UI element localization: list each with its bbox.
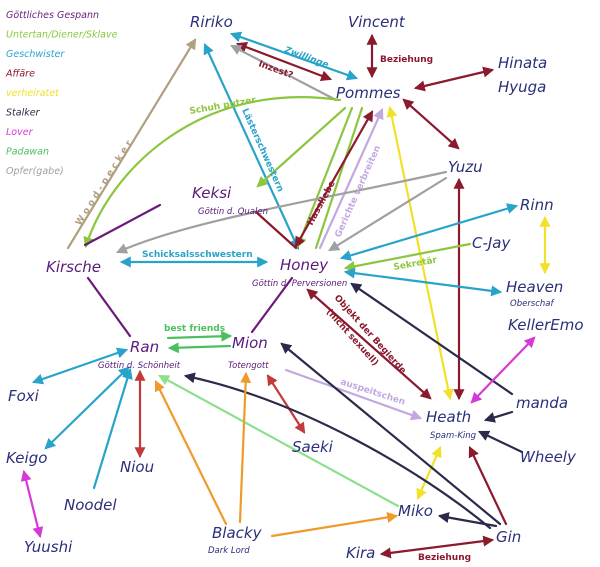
edge-rinn-honey (339, 203, 519, 261)
label-zwillinge: Zwillinge (282, 45, 330, 71)
edge-pommes-kirsche (83, 96, 342, 249)
node-noodel: Noodel (64, 496, 117, 514)
edge-honey-pommes-hate (294, 110, 374, 248)
edge-ran-noodel (92, 367, 133, 490)
node-heath: Heath (426, 408, 471, 426)
legend-entry: Affäre (5, 69, 35, 80)
edge-honey-pommes-gossip (318, 107, 384, 250)
node-miko: Miko (398, 502, 433, 520)
node-niou: Niou (120, 458, 154, 476)
edge-ran-keigo (44, 366, 130, 450)
legend-entry: verheiratet (6, 88, 60, 99)
edge-pommes-yuzu (402, 98, 460, 150)
node-rinn: Rinn (520, 196, 554, 214)
edge-manda-heath (483, 410, 514, 423)
label-bestfriends: best friends (164, 324, 225, 334)
legend-entry: Stalker (6, 108, 41, 119)
node-heath-sub: Spam-King (430, 431, 477, 441)
node-keksi: Keksi (192, 184, 232, 202)
edge-kirsche-ran (86, 276, 132, 338)
edge-honey-heaven (343, 267, 503, 297)
node-kira: Kira (346, 544, 375, 562)
node-blacky: Blacky (212, 524, 263, 542)
edge-miko-ran (158, 374, 400, 508)
edge-cjay-honey (343, 242, 472, 272)
edge-pommes-hinata (413, 66, 495, 92)
legend-entry: Geschwister (6, 49, 65, 60)
legend-entry: Lover (6, 127, 34, 138)
edge-blacky-ran (154, 380, 228, 526)
edge-honey-heath (306, 288, 432, 400)
edges (20, 31, 551, 559)
edge-gin-heath (468, 446, 508, 526)
legend-entry: Göttliches Gespann (6, 10, 99, 21)
node-pommes: Pommes (336, 84, 401, 102)
node-heaven-sub: Oberschaf (510, 299, 556, 309)
edge-honey-mion (250, 276, 294, 334)
node-kirsche: Kirsche (46, 258, 101, 276)
node-ran: Ran (130, 338, 159, 356)
edge-gin-ran (183, 372, 492, 530)
node-yuzu: Yuzu (448, 158, 483, 176)
node-foxi: Foxi (8, 387, 40, 405)
legend-entry: Opfer(gabe) (6, 166, 64, 177)
node-honey-sub: Göttin d. Perversionen (252, 279, 347, 289)
node-keksi-sub: Göttin d. Qualen (198, 207, 268, 217)
edge-gin-mion (280, 342, 502, 526)
node-ran-sub: Göttin d. Schönheit (98, 361, 181, 371)
node-heaven: Heaven (506, 278, 563, 296)
edge-mion-heath (284, 368, 423, 421)
edge-ran-mion-2 (167, 342, 232, 354)
node-blacky-sub: Dark Lord (208, 546, 250, 556)
nodes: Ririko Vincent Hinata Hyuga Pommes Yuzu … (6, 13, 584, 562)
node-yuushi: Yuushi (24, 538, 73, 556)
label-schicksal: Schicksalsschwestern (142, 250, 253, 260)
edge-ririko-honey (203, 42, 300, 251)
node-gin: Gin (496, 528, 521, 546)
edge-wheely-heath (478, 430, 524, 454)
edge-blacky-mion (238, 371, 252, 524)
label-beziehung-vincent: Beziehung (380, 55, 433, 65)
node-ririko: Ririko (190, 13, 233, 31)
edge-heath-kelleremo (470, 336, 536, 404)
node-kelleremo: KellerEmo (508, 316, 584, 334)
label-woodpecker: W o o d - p e c k e r (74, 139, 135, 228)
label-laesterschwestern: Lästerschwestern (239, 107, 285, 193)
legend-entry: Untertan/Diener/Sklave (6, 30, 118, 41)
node-honey: Honey (280, 256, 329, 274)
edge-keksi-honey (254, 210, 298, 250)
node-manda: manda (516, 394, 568, 412)
node-keigo: Keigo (6, 449, 47, 467)
edge-blacky-miko (270, 511, 399, 538)
node-hinata: Hinata (498, 54, 547, 72)
node-mion-sub: Totengott (228, 361, 269, 371)
label-gerichte: Gerichte verbreiten (334, 144, 384, 239)
edge-gin-miko (437, 512, 498, 528)
edge-yuzu-kirsche (115, 170, 448, 254)
edge-heath-miko (416, 445, 442, 501)
edge-kirsche-ririko (66, 38, 197, 250)
node-saeki: Saeki (292, 438, 334, 456)
edge-ran-mion-1 (166, 330, 233, 342)
edge-keigo-yuushi (20, 469, 44, 539)
label-beziehung-kira-gin: Beziehung (418, 553, 471, 563)
node-mion: Mion (232, 334, 268, 352)
edge-keksi-kirsche (83, 203, 162, 247)
node-wheely: Wheely (520, 448, 577, 466)
node-vincent: Vincent (348, 13, 406, 31)
legend-entry: Padawan (6, 147, 49, 158)
edge-mion-saeki (266, 374, 306, 434)
node-cjay: C-Jay (472, 234, 512, 252)
edge-kira-gin (379, 535, 495, 559)
legend: Göttliches GespannUntertan/Diener/Sklave… (5, 10, 118, 177)
node-hyuga: Hyuga (498, 78, 546, 96)
